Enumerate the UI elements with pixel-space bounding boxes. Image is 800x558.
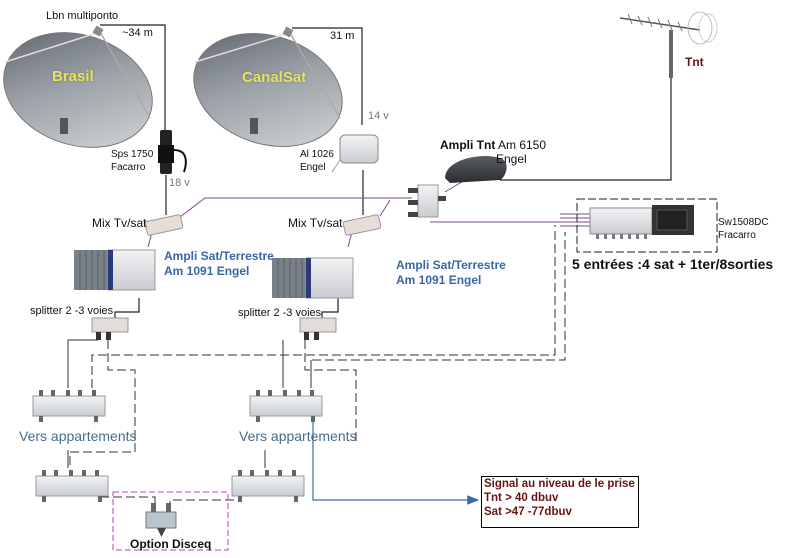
- apartments-right-label: Vers appartements: [239, 428, 357, 444]
- splitter-left-label: splitter 2 -3 voies: [30, 305, 114, 317]
- splitter-right-device: [299, 317, 337, 340]
- sps-model: Sps 1750: [111, 149, 154, 160]
- sps-1750-device: [158, 130, 187, 174]
- dashed-cables: [69, 225, 566, 510]
- al-brand: Engel: [300, 162, 326, 173]
- switch-frame: [576, 198, 718, 253]
- dish-canalsat-label: CanalSat: [242, 69, 307, 86]
- dish-canalsat: [193, 26, 343, 147]
- distribution-cables: [67, 339, 312, 468]
- ampli-right-label-2: Am 1091 Engel: [396, 273, 482, 287]
- apartments-left-label: Vers appartements: [19, 428, 137, 444]
- ampli-left-label-2: Am 1091 Engel: [164, 264, 250, 278]
- dish-brasil-label: Brasil: [52, 68, 94, 85]
- mix-right-device: [342, 214, 382, 236]
- switch-caption: 5 entrées :4 sat + 1ter/8sorties: [572, 256, 774, 272]
- tnt-antenna-label: Tnt: [685, 55, 704, 69]
- ampli-tnt-model: Am 6150: [498, 138, 547, 152]
- signal-title: Signal au niveau de le prise: [484, 478, 635, 490]
- canalsat-cable-length: 31 m: [330, 30, 355, 42]
- distributor-left-top: [32, 390, 106, 422]
- signal-tnt: Tnt > 40 dbuv: [484, 492, 559, 504]
- coax-purple: [147, 179, 590, 248]
- diseqc-label: Option Disceq: [130, 537, 212, 551]
- ampli-tnt-name: Ampli Tnt: [440, 138, 496, 152]
- diseqc-frame: [112, 491, 229, 551]
- sps-voltage: 18 v: [169, 177, 190, 189]
- splitter-left-device: [91, 317, 129, 340]
- sps-brand: Facarro: [111, 162, 146, 173]
- switch-brand: Fracarro: [718, 230, 756, 241]
- distributor-left-bottom: [35, 470, 109, 502]
- mix-left-device: [144, 214, 184, 236]
- ampli-tnt-label: Ampli Tnt Am 6150: [440, 139, 546, 152]
- coax-cables: [100, 24, 672, 320]
- ampli-tnt-device: [445, 156, 507, 183]
- tnt-splitter-device: [408, 184, 446, 218]
- switch-model: Sw1508DC: [718, 217, 769, 228]
- splitter-right-label: splitter 2 -3 voies: [238, 307, 322, 319]
- distributor-right-top: [249, 390, 323, 422]
- al-model: Al 1026: [300, 149, 334, 160]
- lnb-label: Lbn multiponto: [46, 10, 119, 22]
- mix-right-label: Mix Tv/sat: [288, 216, 343, 230]
- signal-arrow: [312, 402, 480, 505]
- tnt-antenna-icon: [619, 11, 718, 78]
- diseqc-switch-device: [145, 503, 177, 537]
- ampli-tnt-brand: Engel: [496, 152, 527, 166]
- multiswitch-device: [589, 205, 694, 239]
- al-voltage: 14 v: [368, 110, 389, 122]
- dish-brasil: [3, 25, 153, 148]
- al-1026-device: [331, 134, 379, 173]
- distributor-right-bottom: [231, 470, 305, 502]
- mix-left-label: Mix Tv/sat: [92, 216, 147, 230]
- signal-level-box: Signal au niveau de le prise Tnt > 40 db…: [481, 476, 639, 528]
- ampli-right-label-1: Ampli Sat/Terrestre: [396, 258, 506, 272]
- brasil-cable-length: ~34 m: [122, 27, 153, 39]
- ampli-right-device: [272, 257, 354, 299]
- ampli-left-label-1: Ampli Sat/Terrestre: [164, 249, 274, 263]
- signal-sat: Sat >47 -77dbuv: [484, 506, 572, 518]
- ampli-left-device: [74, 249, 156, 291]
